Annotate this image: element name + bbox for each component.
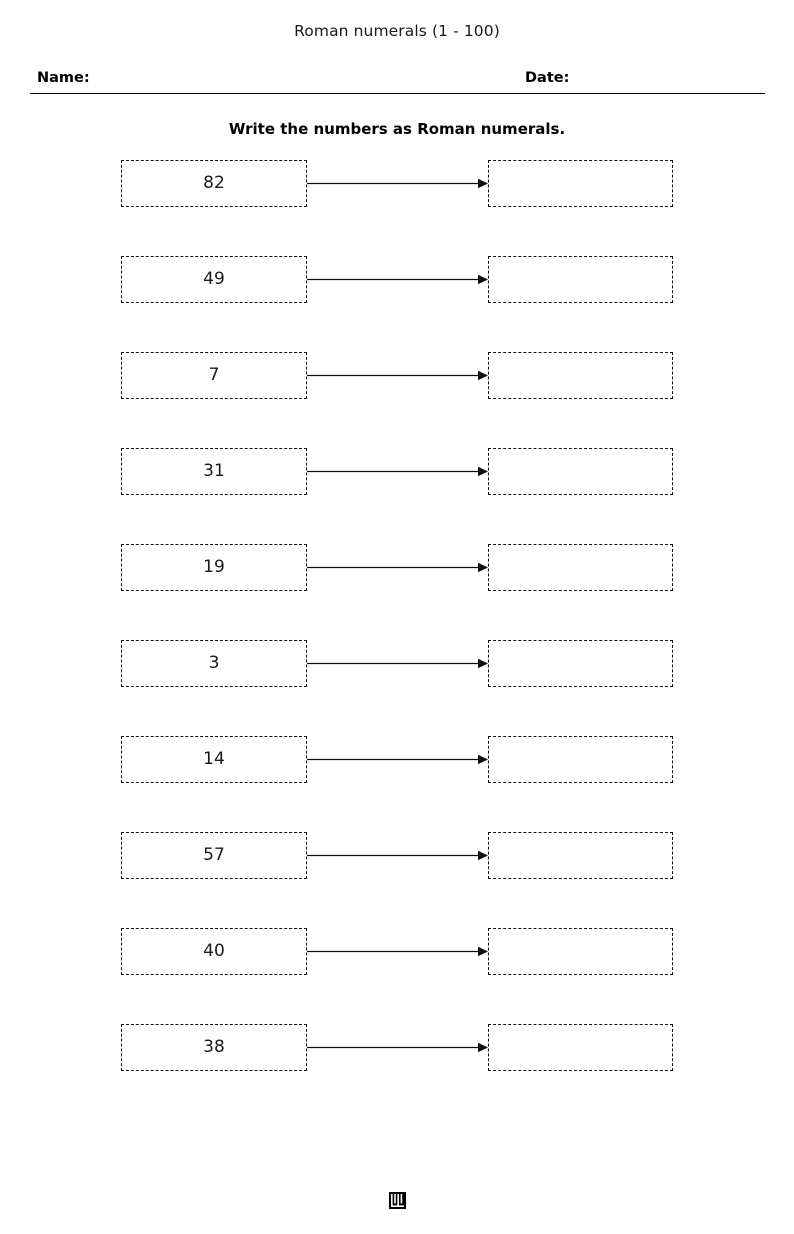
arrow-right-icon: [307, 946, 488, 957]
number-value: 40: [203, 941, 225, 961]
number-value: 14: [203, 749, 225, 769]
arrow-right-icon: [307, 850, 488, 861]
page-title: Roman numerals (1 - 100): [294, 22, 500, 40]
number-box: 19: [121, 544, 307, 591]
problem-row: 19: [0, 544, 794, 640]
date-label: Date:: [525, 70, 570, 86]
number-box: 49: [121, 256, 307, 303]
answer-box[interactable]: [488, 448, 673, 495]
number-box: 82: [121, 160, 307, 207]
number-box: 38: [121, 1024, 307, 1071]
instruction-text: Write the numbers as Roman numerals.: [228, 120, 566, 138]
name-date-row: Name: Date:: [30, 70, 765, 94]
answer-box[interactable]: [488, 256, 673, 303]
answer-box[interactable]: [488, 832, 673, 879]
arrow-right-icon: [307, 658, 488, 669]
name-label: Name:: [37, 70, 90, 86]
answer-box[interactable]: [488, 736, 673, 783]
arrow-right-icon: [307, 178, 488, 189]
arrow-right-icon: [307, 754, 488, 765]
problem-row: 31: [0, 448, 794, 544]
number-box: 40: [121, 928, 307, 975]
number-value: 19: [203, 557, 225, 577]
problem-row: 7: [0, 352, 794, 448]
number-value: 57: [203, 845, 225, 865]
answer-box[interactable]: [488, 640, 673, 687]
answer-box[interactable]: [488, 352, 673, 399]
arrow-right-icon: [307, 274, 488, 285]
number-value: 82: [203, 173, 225, 193]
problem-row: 57: [0, 832, 794, 928]
problem-row: 40: [0, 928, 794, 1024]
problem-row: 14: [0, 736, 794, 832]
number-value: 7: [208, 365, 220, 385]
problem-row: 82: [0, 160, 794, 256]
problem-list: 82 49 7 31 19 3 14 57 40 38: [0, 160, 794, 1120]
problem-row: 38: [0, 1024, 794, 1120]
answer-box[interactable]: [488, 544, 673, 591]
arrow-right-icon: [307, 370, 488, 381]
number-value: 3: [208, 653, 220, 673]
header-divider: [30, 93, 765, 94]
answer-box[interactable]: [488, 1024, 673, 1071]
problem-row: 49: [0, 256, 794, 352]
arrow-right-icon: [307, 562, 488, 573]
number-value: 49: [203, 269, 225, 289]
number-box: 31: [121, 448, 307, 495]
publisher-mark-logo: [389, 1192, 406, 1209]
number-box: 14: [121, 736, 307, 783]
arrow-right-icon: [307, 466, 488, 477]
logo-glyph-icon: [391, 1194, 404, 1207]
number-value: 31: [203, 461, 225, 481]
arrow-right-icon: [307, 1042, 488, 1053]
answer-box[interactable]: [488, 160, 673, 207]
problem-row: 3: [0, 640, 794, 736]
number-box: 7: [121, 352, 307, 399]
number-box: 57: [121, 832, 307, 879]
answer-box[interactable]: [488, 928, 673, 975]
number-value: 38: [203, 1037, 225, 1057]
number-box: 3: [121, 640, 307, 687]
